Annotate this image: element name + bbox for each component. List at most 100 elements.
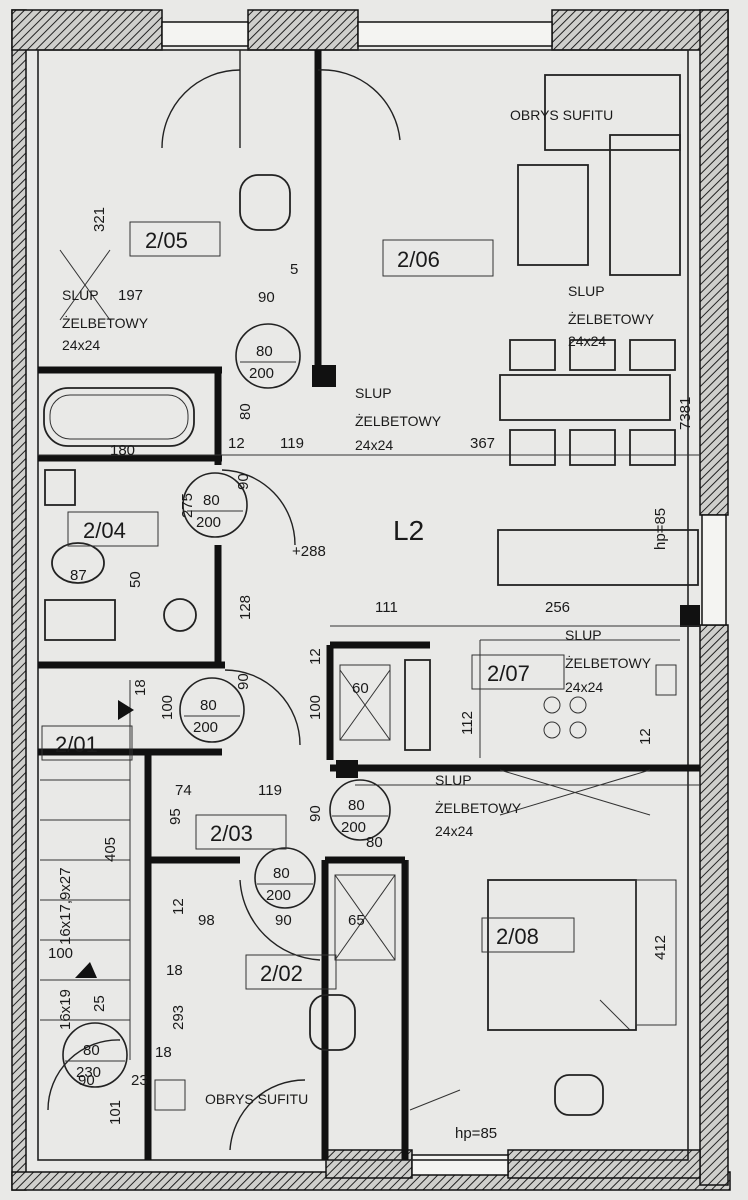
door-width: 80 (203, 492, 220, 509)
room-box-202 (245, 954, 337, 990)
dimension: 119 (280, 435, 304, 452)
dimension: 100 (159, 695, 176, 720)
dimension: 98 (198, 912, 215, 929)
dimension: 16x19 (57, 989, 74, 1030)
room-208-label: 2/08 (496, 924, 539, 949)
room-box-207 (471, 654, 565, 690)
basin (163, 598, 197, 632)
dimension: 90 (307, 805, 324, 822)
column-note: 24x24 (568, 333, 606, 349)
ceiling-outline-note: OBRYS SUFITU (510, 107, 613, 123)
dimension: 95 (167, 808, 184, 825)
dimension: 119 (258, 782, 282, 799)
column-note: SLUP (565, 627, 602, 643)
dimension: 16x17,9x27 (57, 867, 74, 945)
dimension: 90 (235, 473, 252, 490)
dimension: 293 (170, 1005, 187, 1030)
room-203-label: 2/03 (210, 821, 253, 846)
window-sill-height: hp=85 (455, 1125, 497, 1142)
dimension: 180 (110, 442, 135, 459)
door-height: 200 (193, 719, 218, 736)
dimension: 5 (290, 261, 298, 278)
room-box-206 (382, 239, 494, 277)
door-width: 80 (348, 797, 365, 814)
coffee-table (517, 164, 589, 266)
dimension: 12 (228, 435, 245, 452)
dimension: 60 (352, 680, 369, 697)
sofa-side (609, 134, 681, 276)
burner-icon (569, 696, 587, 714)
window-sill-height: hp=85 (652, 508, 669, 550)
dimension: 275 (179, 493, 196, 518)
dimension: 100 (48, 945, 73, 962)
dimension: 25 (91, 995, 108, 1012)
chair (629, 339, 676, 371)
room-204-label: 2/04 (83, 518, 126, 543)
fixture-lines (38, 249, 700, 1111)
dimension: 18 (155, 1044, 172, 1061)
column-note: 24x24 (355, 437, 393, 453)
dimension: 74 (175, 782, 192, 799)
column-note: SLUP (355, 385, 392, 401)
dimension: 18 (166, 962, 183, 979)
sink (44, 469, 76, 506)
dimension: 405 (102, 837, 119, 862)
column-note: SLUP (62, 287, 99, 303)
room-206-label: 2/06 (397, 247, 440, 272)
dimension: 7381 (677, 397, 694, 430)
dimension: 367 (470, 435, 495, 452)
chair (629, 429, 676, 466)
room-202-label: 2/02 (260, 961, 303, 986)
column-note: SLUP (568, 283, 605, 299)
room-box-204 (67, 511, 159, 547)
column-note: ŻELBETOWY (355, 412, 442, 429)
door-width: 80 (83, 1042, 100, 1059)
dimension: 80 (237, 403, 254, 420)
column-top (312, 365, 336, 387)
door-tags (62, 323, 391, 1088)
door-height: 200 (266, 887, 291, 904)
dimension: 12 (170, 898, 187, 915)
door-height: 200 (196, 514, 221, 531)
armchair (554, 1074, 604, 1116)
column-note: 24x24 (565, 679, 603, 695)
bathtub (43, 387, 195, 447)
dimension: 112 (459, 711, 476, 735)
column-note: 24x24 (435, 823, 473, 839)
door-width: 80 (273, 865, 290, 882)
dimension: 111 (375, 599, 398, 616)
column-note: ŻELBETOWY (565, 654, 652, 671)
dimension: 90 (275, 912, 292, 929)
dimension: 321 (91, 207, 108, 232)
dimension: 256 (545, 599, 570, 616)
room-box-201 (41, 725, 133, 761)
internal-walls (38, 50, 700, 1160)
dimension: 23 (131, 1072, 148, 1089)
door-width: 80 (256, 343, 273, 360)
column-mid (336, 760, 358, 778)
burner-icon (543, 721, 561, 739)
dimension: 65 (348, 912, 365, 929)
outer-walls (11, 9, 731, 1191)
fridge (404, 659, 431, 751)
dimension: 80 (366, 834, 383, 851)
dimension: 197 (118, 287, 143, 304)
chair (569, 339, 616, 371)
door-width: 80 (200, 697, 217, 714)
level-elevation: +288 (292, 543, 326, 560)
sofa-top (544, 74, 681, 151)
ceiling-outline-note-bottom: OBRYS SUFITU (205, 1091, 308, 1107)
kitchen-island (497, 529, 699, 586)
dimension: 12 (307, 648, 324, 665)
room-box-203 (195, 814, 287, 850)
furniture (43, 74, 699, 1116)
desk-chair (309, 994, 356, 1051)
chair (509, 429, 556, 466)
toilet (51, 542, 105, 584)
column-note: 24x24 (62, 337, 100, 353)
dimension: 18 (132, 679, 149, 696)
room-205-label: 2/05 (145, 228, 188, 253)
column-note: SLUP (435, 772, 472, 788)
dimension: 100 (307, 695, 324, 720)
